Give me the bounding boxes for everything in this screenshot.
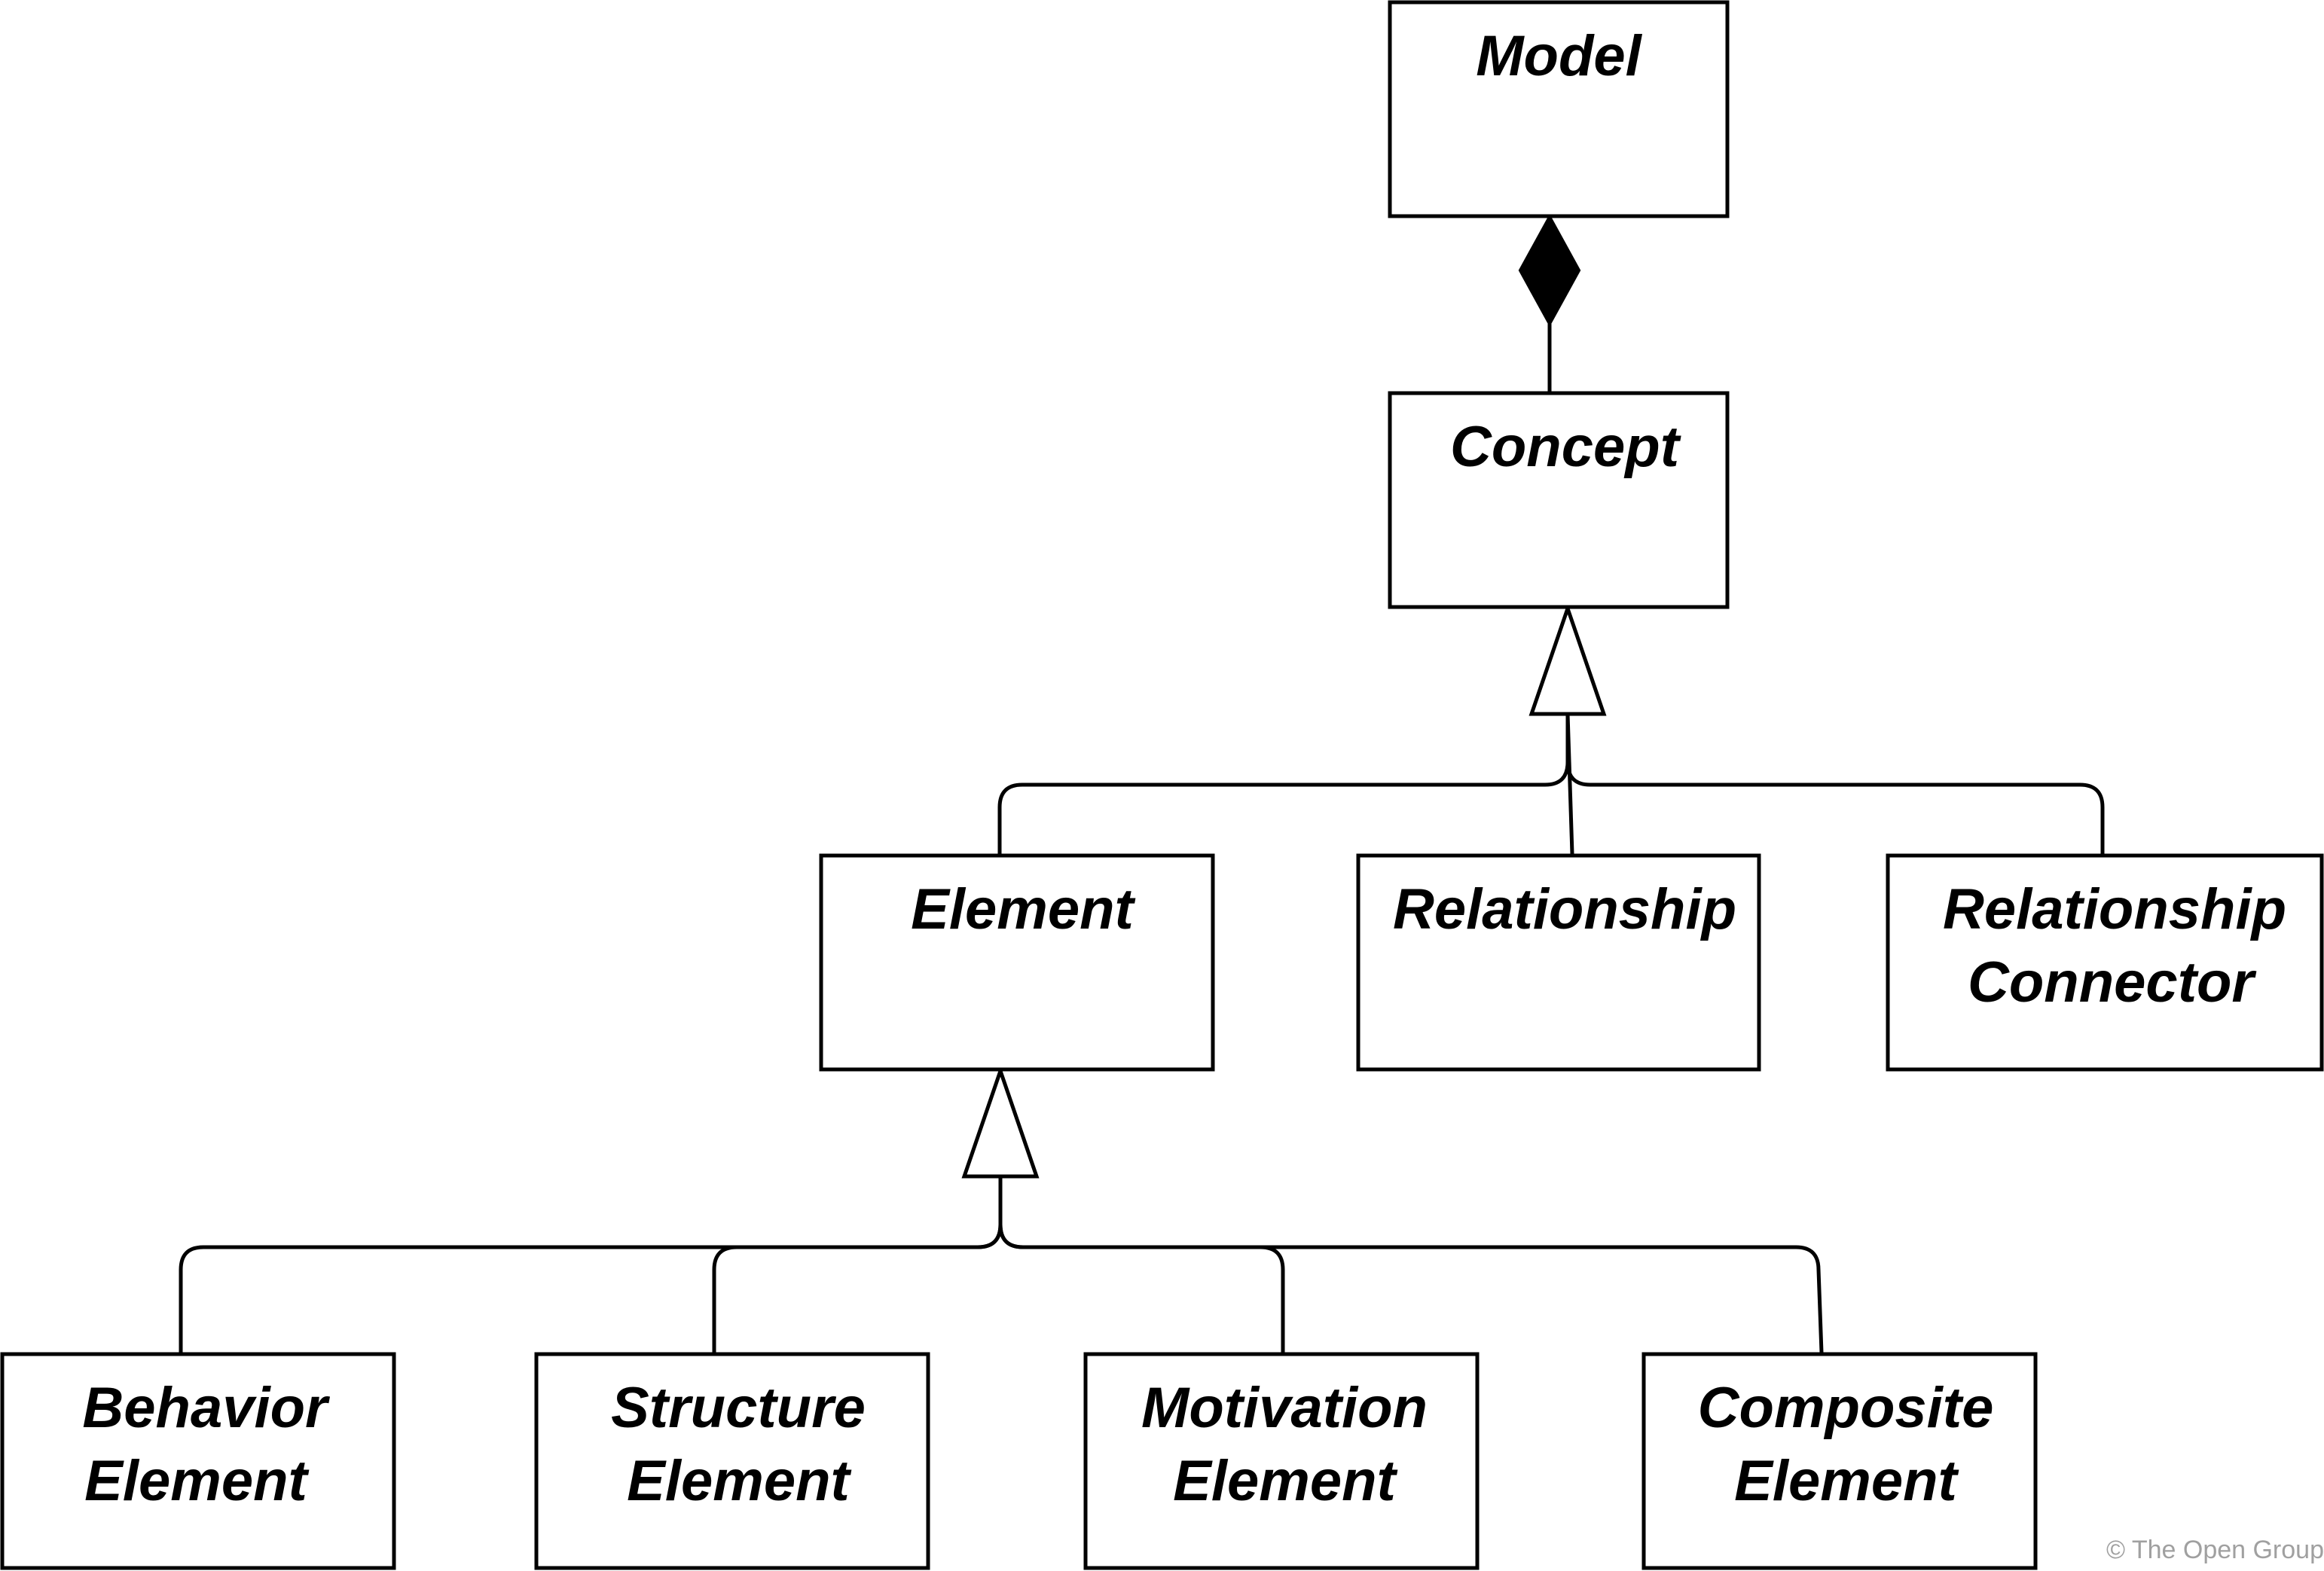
- box-model-label: Model: [1476, 24, 1642, 88]
- box-composite-element-label-2: Element: [1734, 1449, 1959, 1513]
- box-model: Model: [1388, 0, 1730, 218]
- specialization-line-relationship-connector: [1565, 714, 2105, 854]
- specialization-line-behavior-element: [179, 1176, 1003, 1353]
- box-relationship-connector: Relationship Connector: [1886, 853, 2324, 1072]
- box-structure-element: Structure Element: [534, 1352, 930, 1570]
- box-behavior-element: Behavior Element: [0, 1352, 396, 1570]
- box-element: Element: [819, 853, 1215, 1072]
- box-structure-element-label-2: Element: [627, 1449, 851, 1513]
- specialization-line-element: [997, 714, 1570, 854]
- box-motivation-element-label-2: Element: [1173, 1449, 1397, 1513]
- box-relationship: Relationship: [1356, 853, 1761, 1072]
- specialization-line-structure-element: [712, 1176, 1003, 1353]
- box-concept-label: Concept: [1450, 415, 1681, 479]
- box-element-label: Element: [911, 877, 1135, 941]
- box-motivation-element-label-1: Motivation: [1141, 1376, 1428, 1440]
- box-relationship-connector-label-2: Connector: [1968, 950, 2257, 1014]
- specialization-line-motivation-element: [998, 1176, 1285, 1353]
- box-concept: Concept: [1388, 391, 1730, 609]
- box-composite-element: Composite Element: [1641, 1352, 2038, 1570]
- copyright-notice: © The Open Group: [2106, 1536, 2324, 1564]
- specialization-line-composite-element: [998, 1176, 1824, 1353]
- composition-diamond-icon: [1518, 213, 1581, 328]
- box-motivation-element: Motivation Element: [1083, 1352, 1480, 1570]
- specialization-triangle-icon: [961, 1065, 1040, 1179]
- box-behavior-element-label-2: Element: [84, 1449, 309, 1513]
- box-behavior-element-label-1: Behavior: [82, 1376, 331, 1440]
- box-relationship-label: Relationship: [1393, 877, 1736, 941]
- specialization-triangle-icon: [1528, 602, 1607, 716]
- box-structure-element-label-1: Structure: [611, 1376, 866, 1440]
- box-relationship-connector-label-1: Relationship: [1943, 877, 2286, 941]
- box-composite-element-label-1: Composite: [1698, 1376, 1994, 1440]
